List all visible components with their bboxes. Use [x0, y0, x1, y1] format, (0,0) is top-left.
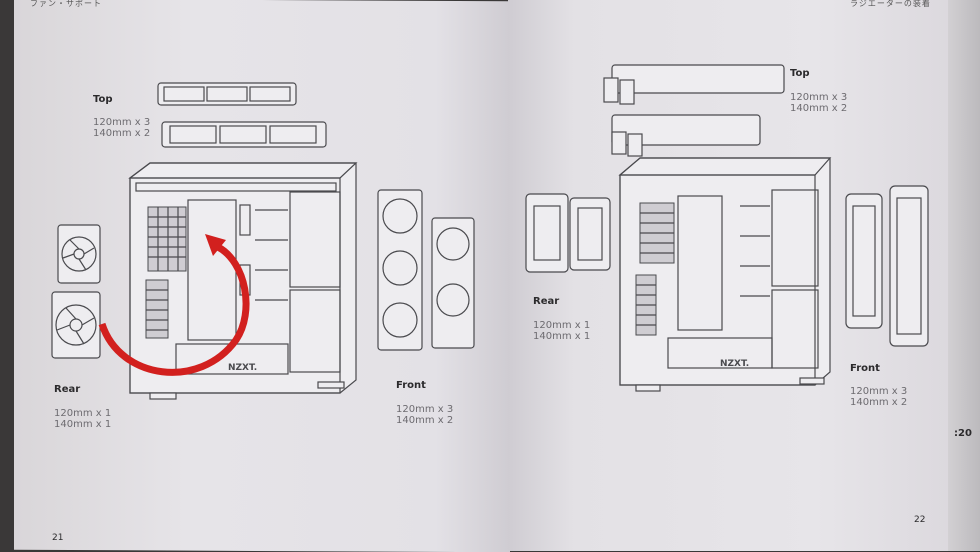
right-rear-title: Rear [533, 296, 560, 307]
top-radiator-lower [611, 114, 761, 157]
top-fan-tray-lower [161, 121, 327, 148]
top-fan-tray-upper [157, 82, 297, 106]
left-rear-title: Rear [54, 384, 81, 395]
next-page-edge [948, 0, 980, 551]
left-front-spec: 120mm x 3 140mm x 2 [396, 404, 454, 426]
top-radiator-upper [603, 64, 785, 105]
right-front-title: Front [850, 363, 880, 374]
rear-fan-140 [51, 291, 101, 359]
right-header-fragment: ラジエーターの装着 [850, 0, 931, 8]
left-header-fragment: ファン・サポート [30, 0, 102, 8]
right-rear-spec: 120mm x 1 140mm x 1 [533, 320, 591, 342]
right-top-spec: 120mm x 3 140mm x 2 [790, 92, 848, 114]
front-radiators [845, 185, 929, 347]
case-logo-left: NZXT. [228, 363, 257, 373]
left-top-title: Top [93, 94, 113, 105]
right-top-title: Top [790, 68, 810, 79]
rear-fan-move-arrow [98, 234, 250, 376]
pc-case-right: NZXT. [618, 157, 832, 392]
right-page-number: 22 [914, 515, 926, 525]
front-fan-stack-120 [431, 217, 475, 349]
edge-page-number: :20 [954, 428, 972, 439]
case-logo-right: NZXT. [720, 359, 749, 369]
left-front-title: Front [396, 380, 426, 391]
rear-fan-120 [57, 224, 101, 284]
rear-radiators [525, 193, 611, 273]
front-fan-stack-140 [377, 189, 423, 351]
left-page-number: 21 [52, 533, 64, 543]
right-front-spec: 120mm x 3 140mm x 2 [850, 386, 908, 408]
left-rear-spec: 120mm x 1 140mm x 1 [54, 408, 112, 430]
left-top-spec: 120mm x 3 140mm x 2 [93, 117, 151, 139]
